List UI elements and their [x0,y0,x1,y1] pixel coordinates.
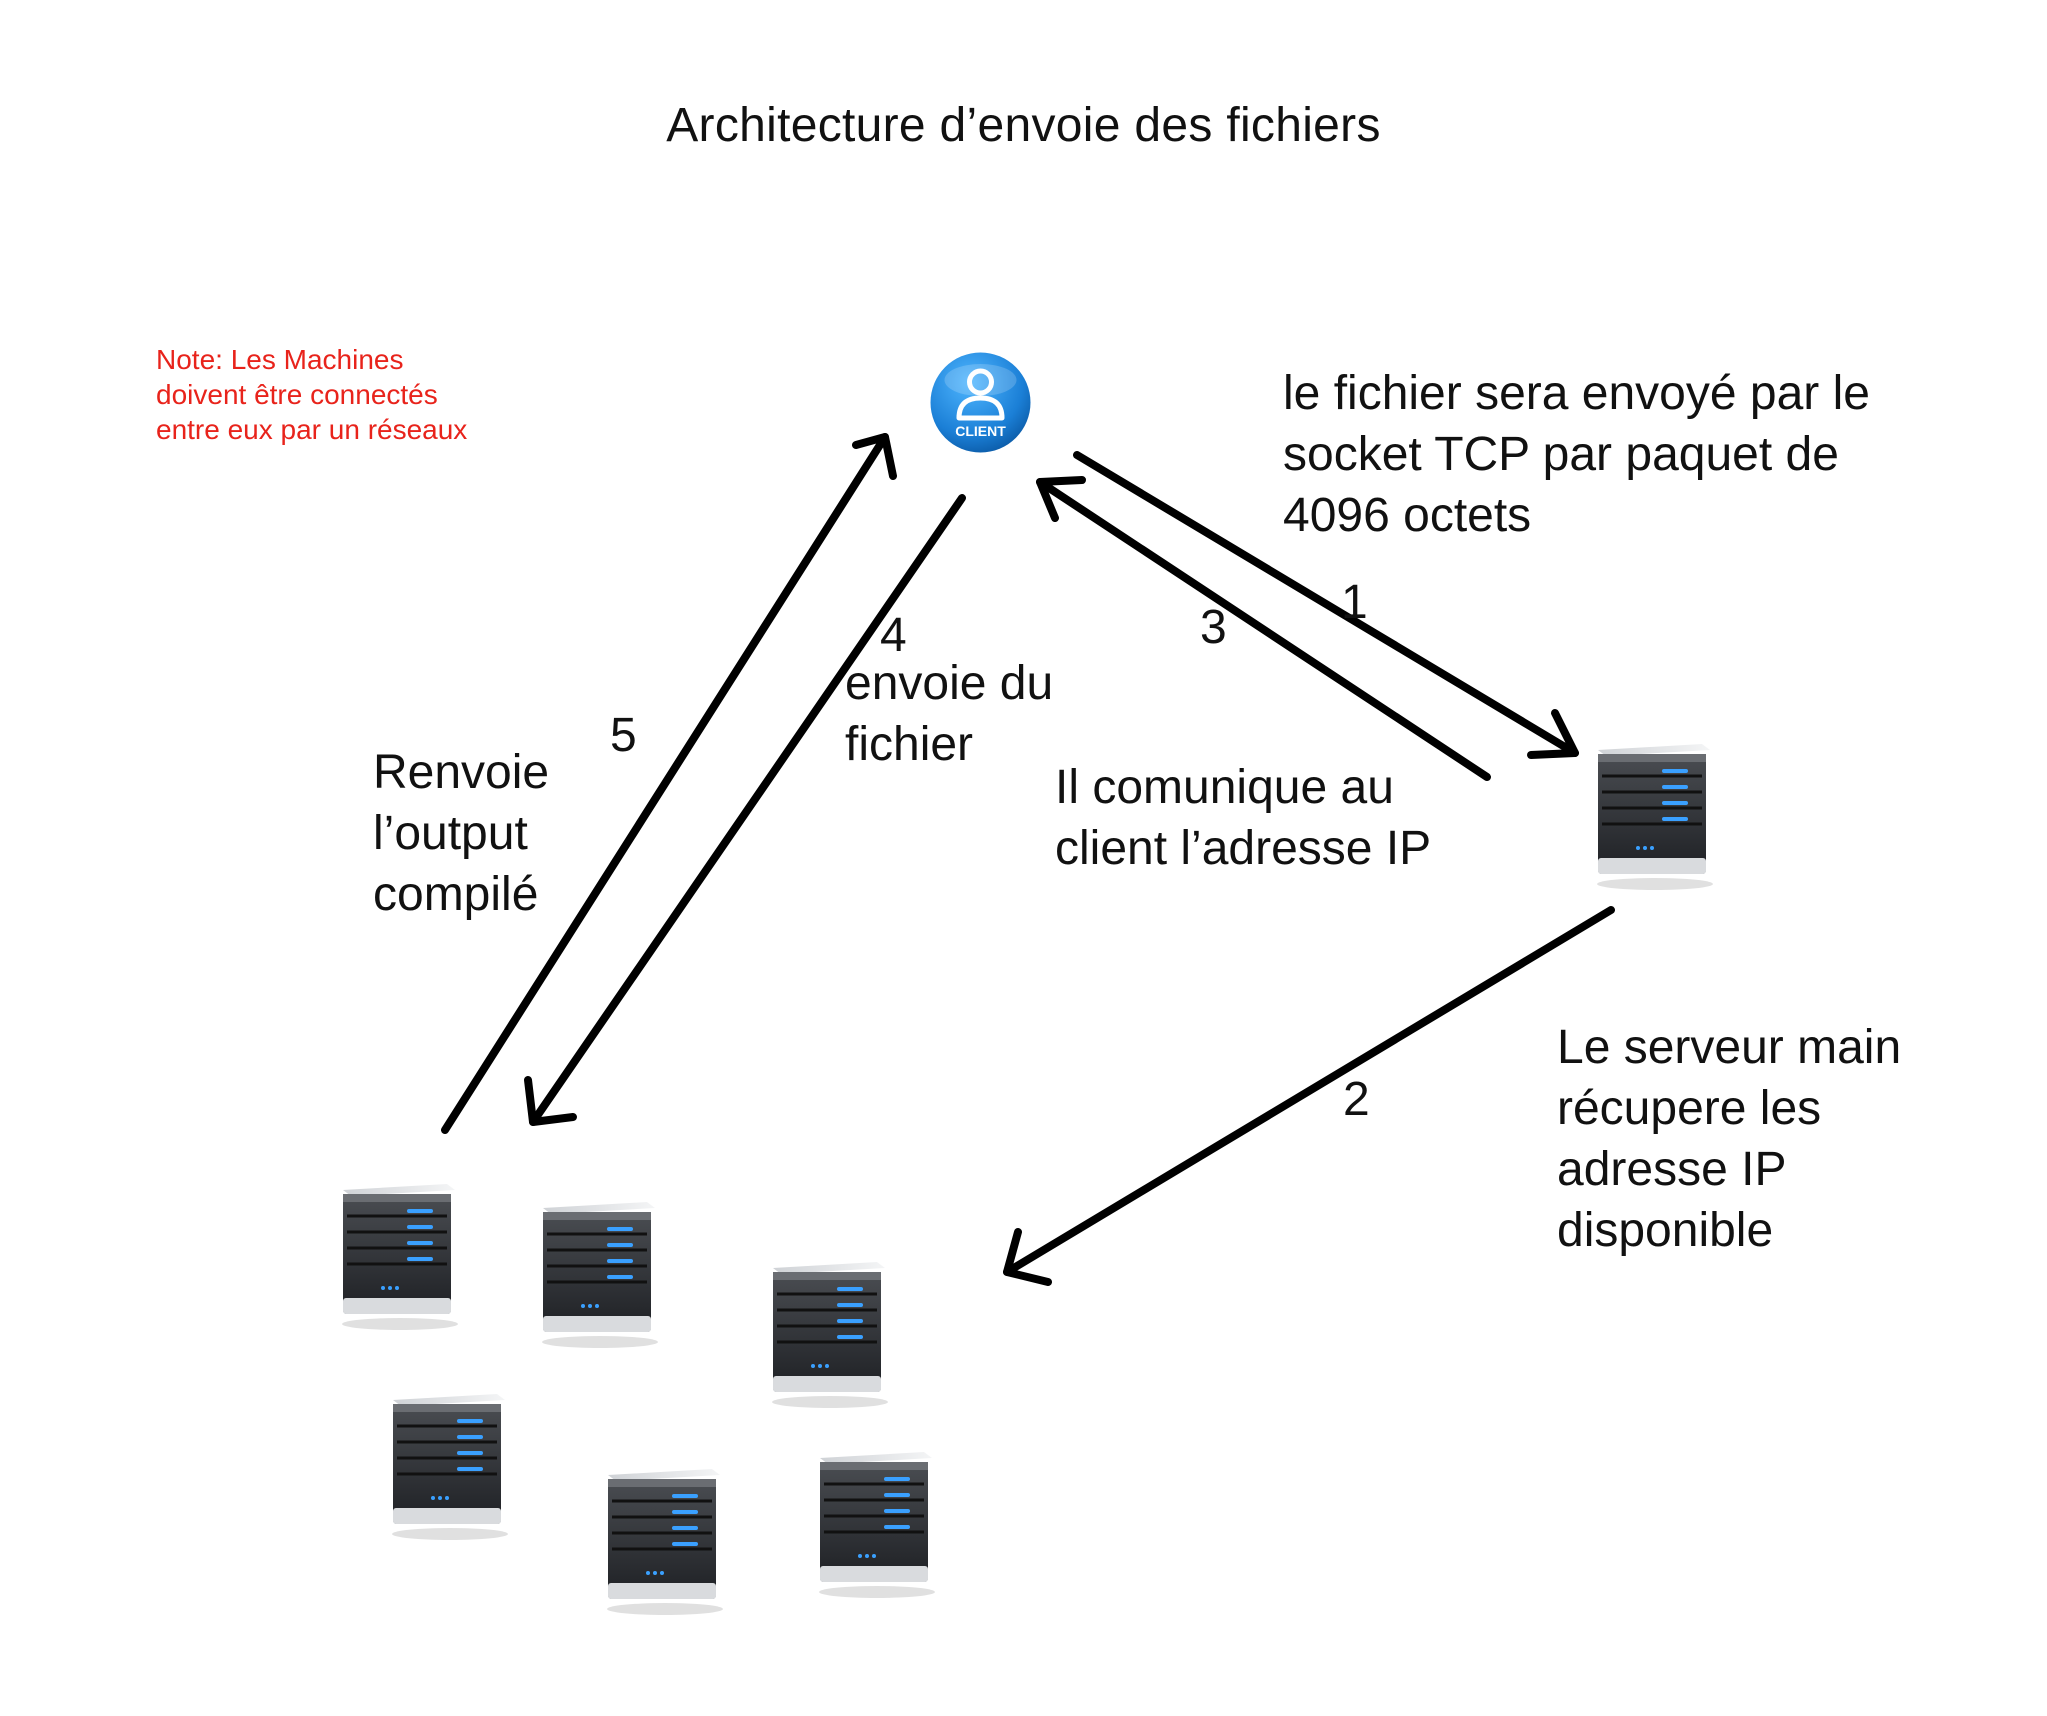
worker-server-icon[interactable] [812,1448,937,1598]
step-5-number: 5 [610,709,637,762]
step-5-text: Renvoie l’output compilé [373,746,550,921]
step-4-number: 4 [880,609,907,662]
worker-server-icon[interactable] [385,1390,510,1540]
network-note: Note: Les Machines doivent être connecté… [156,344,468,445]
client-label: CLIENT [955,423,1006,439]
worker-server-icon[interactable] [765,1258,890,1408]
worker-server-icon[interactable] [335,1180,460,1330]
step-1-number: 1 [1341,576,1368,629]
step-2-number: 2 [1343,1073,1370,1126]
arrow-step-2 [1003,906,1615,1286]
arrow-step-1 [1073,451,1579,759]
worker-server-icon[interactable] [600,1465,725,1615]
main-server-icon[interactable] [1590,740,1715,890]
arrow-step-5 [441,433,897,1134]
arrow-step-3 [1036,476,1491,781]
step-1-text: le fichier sera envoyé par le socket TCP… [1283,367,1870,542]
client-user-icon[interactable]: CLIENT [928,350,1033,455]
worker-server-icon[interactable] [535,1198,660,1348]
step-3-number: 3 [1200,601,1227,654]
diagram-title: Architecture d’envoie des fichiers [666,99,1381,152]
arrow-step-4 [524,494,966,1126]
step-2-text: Le serveur main récupere les adresse IP … [1557,1021,1902,1257]
step-3-text: Il comunique au client l’adresse IP [1055,761,1432,875]
step-4-text: envoie du fichier [845,657,1054,771]
